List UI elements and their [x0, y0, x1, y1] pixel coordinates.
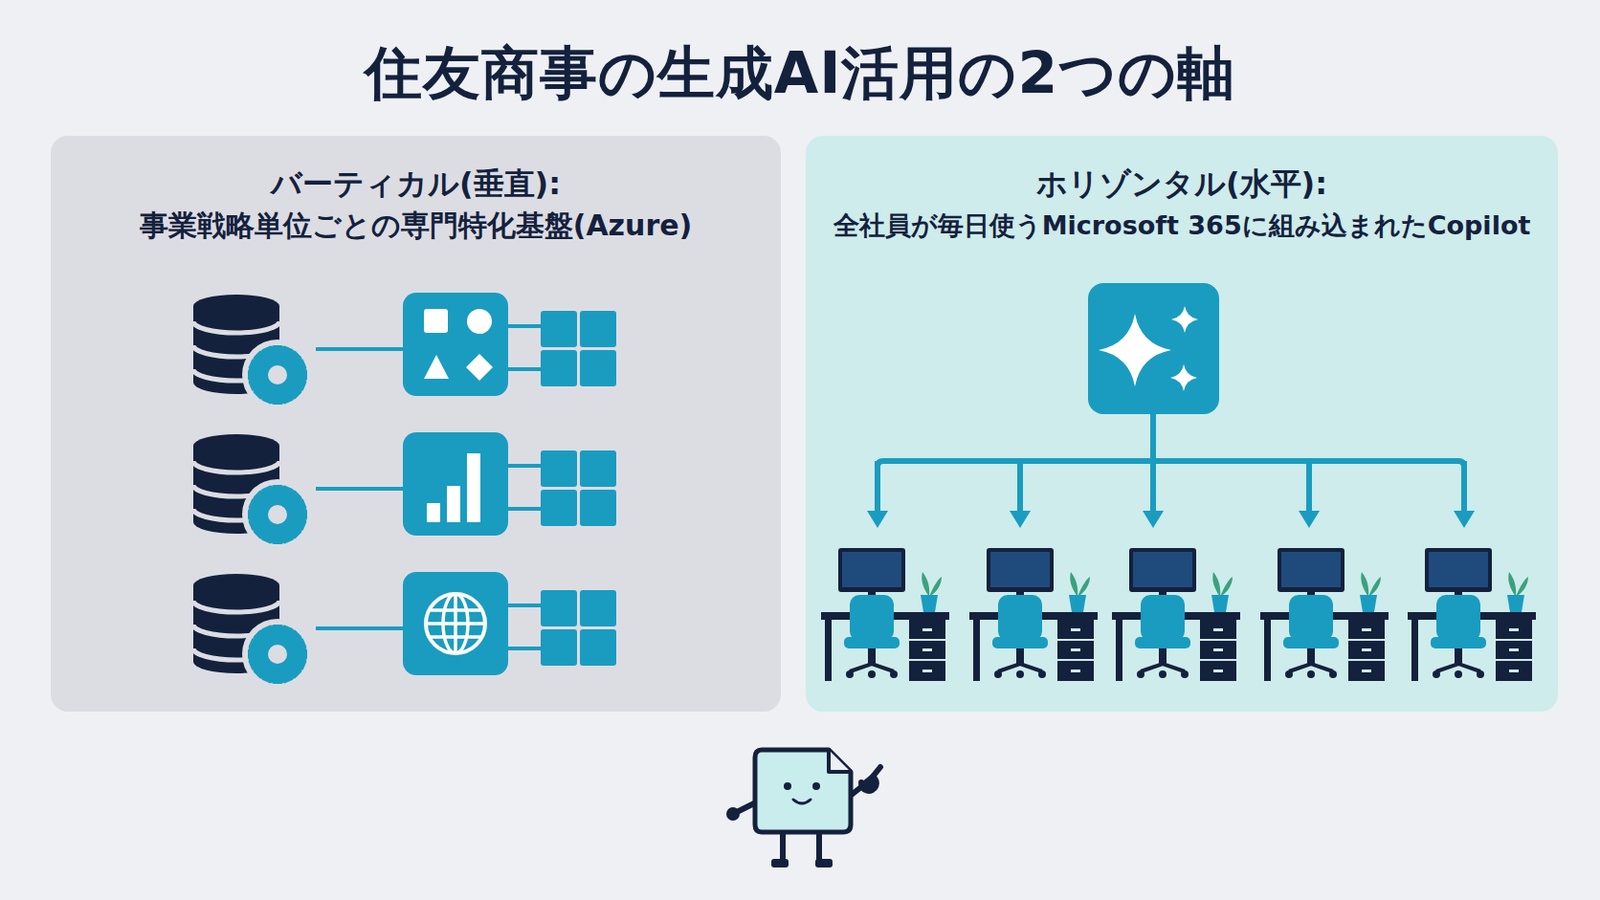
panel-subheading: 全社員が毎日使うMicrosoft 365に組み込まれたCopilot: [824, 204, 1539, 247]
mascot-hand: [861, 767, 881, 792]
title: 住友商事の生成AI活用の2つの軸: [0, 36, 1600, 110]
mascot-body: [755, 750, 851, 833]
mascot-eye: [783, 782, 792, 791]
mascot-hand: [726, 807, 740, 822]
mascot-foot: [771, 859, 789, 868]
mascot-fold: [828, 750, 851, 773]
panel-heading: ホリゾンタル(水平):: [824, 162, 1539, 205]
panel-box: バーティカル(垂直):事業戦略単位ごとの専門特化基盤(Azure): [50, 135, 781, 712]
mascot-foot: [815, 859, 833, 868]
mascot-arm: [734, 801, 758, 814]
panel-subheading: 事業戦略単位ごとの専門特化基盤(Azure): [69, 204, 762, 247]
mascot-smile: [793, 800, 811, 804]
panel-heading: バーティカル(垂直):: [69, 162, 762, 205]
mascot-eye: [812, 782, 821, 791]
panel-box: ホリゾンタル(水平):全社員が毎日使うMicrosoft 365に組み込まれたC…: [805, 135, 1558, 712]
mascot-arm: [847, 782, 867, 799]
mascot-leg: [782, 832, 820, 862]
mascot: [726, 750, 881, 868]
